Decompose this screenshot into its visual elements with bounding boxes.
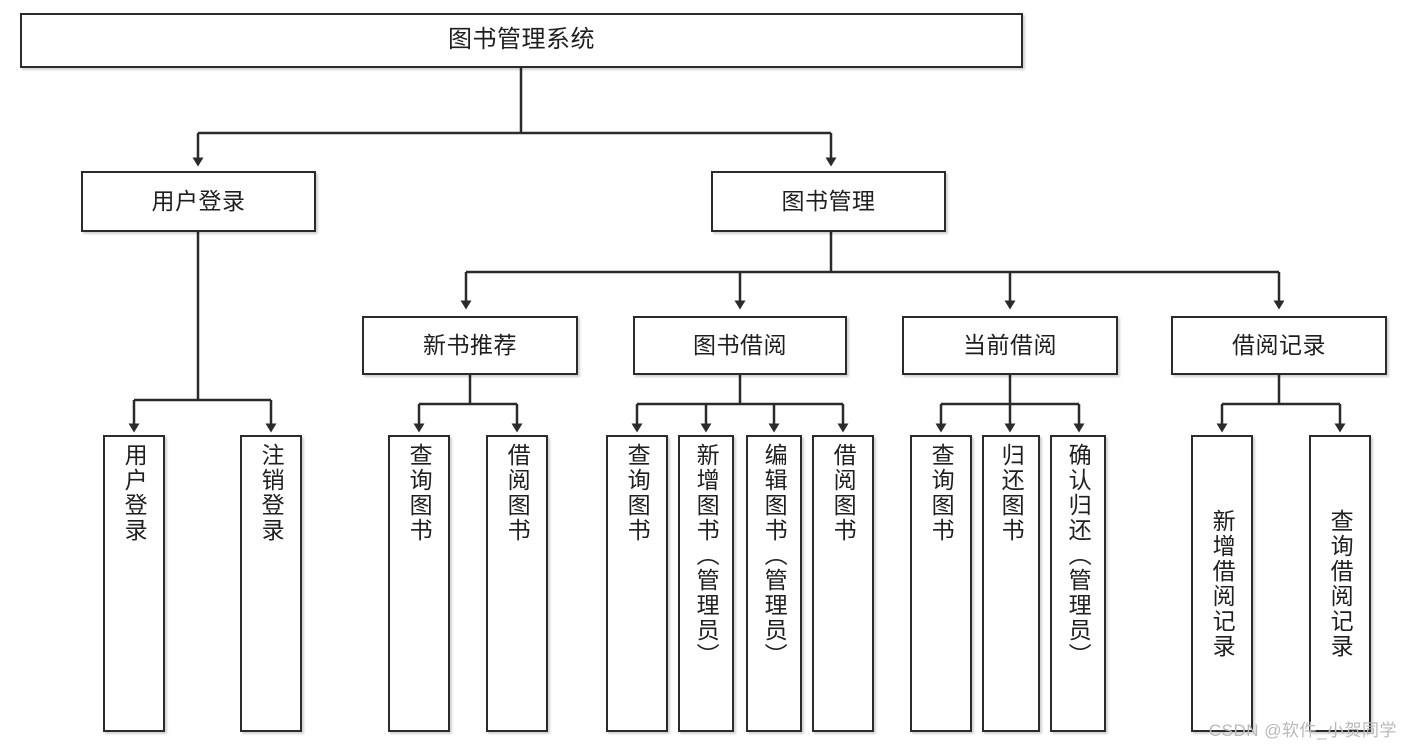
- node-root-system[interactable]: 图书管理系统: [20, 13, 1023, 68]
- node-label: 编辑图书（管理员）: [761, 443, 788, 668]
- leaf-borrow-add-book[interactable]: 新增图书（管理员）: [678, 435, 734, 732]
- node-label: 借阅图书: [830, 443, 857, 543]
- leaf-current-query-book[interactable]: 查询图书: [910, 435, 972, 732]
- node-label: 查询图书: [624, 443, 651, 543]
- leaf-current-return-book[interactable]: 归还图书: [982, 435, 1040, 732]
- leaf-recommend-borrow-book[interactable]: 借阅图书: [486, 435, 548, 732]
- node-label: 用户登录: [151, 187, 246, 214]
- node-borrow-records[interactable]: 借阅记录: [1171, 316, 1387, 375]
- node-label: 借阅图书: [504, 443, 531, 543]
- node-label: 图书管理系统: [448, 26, 595, 54]
- leaf-current-confirm-return[interactable]: 确认归还（管理员）: [1050, 435, 1106, 732]
- leaf-recommend-query-book[interactable]: 查询图书: [388, 435, 450, 732]
- node-label: 归还图书: [998, 443, 1025, 543]
- leaf-user-login-logout[interactable]: 注销登录: [240, 435, 302, 732]
- node-book-borrow[interactable]: 图书借阅: [633, 316, 847, 375]
- leaf-borrow-edit-book[interactable]: 编辑图书（管理员）: [746, 435, 802, 732]
- leaf-borrow-query-book[interactable]: 查询图书: [606, 435, 668, 732]
- leaf-borrow-borrow-book[interactable]: 借阅图书: [812, 435, 874, 732]
- node-label: 图书管理: [781, 187, 876, 214]
- node-new-book-recommend[interactable]: 新书推荐: [362, 316, 578, 375]
- node-book-management[interactable]: 图书管理: [711, 171, 946, 232]
- node-label: 确认归还（管理员）: [1065, 443, 1092, 668]
- node-current-borrow[interactable]: 当前借阅: [902, 316, 1118, 375]
- node-label: 图书借阅: [693, 331, 787, 358]
- leaf-records-query-record[interactable]: 查询借阅记录: [1309, 435, 1371, 732]
- node-label: 当前借阅: [963, 331, 1057, 358]
- node-label: 查询图书: [928, 443, 955, 543]
- watermark-text: CSDN @软件_小贺同学: [1208, 721, 1397, 740]
- node-label: 新书推荐: [423, 331, 517, 358]
- node-label: 新增图书（管理员）: [693, 443, 720, 668]
- node-label: 查询图书: [406, 443, 433, 543]
- leaf-records-add-record[interactable]: 新增借阅记录: [1191, 435, 1253, 732]
- node-label: 用户登录: [121, 443, 148, 543]
- node-user-login[interactable]: 用户登录: [81, 171, 316, 232]
- leaf-user-login-login[interactable]: 用户登录: [103, 435, 165, 732]
- node-label: 借阅记录: [1232, 331, 1326, 358]
- node-label: 注销登录: [258, 443, 285, 543]
- node-label: 查询借阅记录: [1327, 508, 1354, 659]
- node-label: 新增借阅记录: [1209, 508, 1236, 659]
